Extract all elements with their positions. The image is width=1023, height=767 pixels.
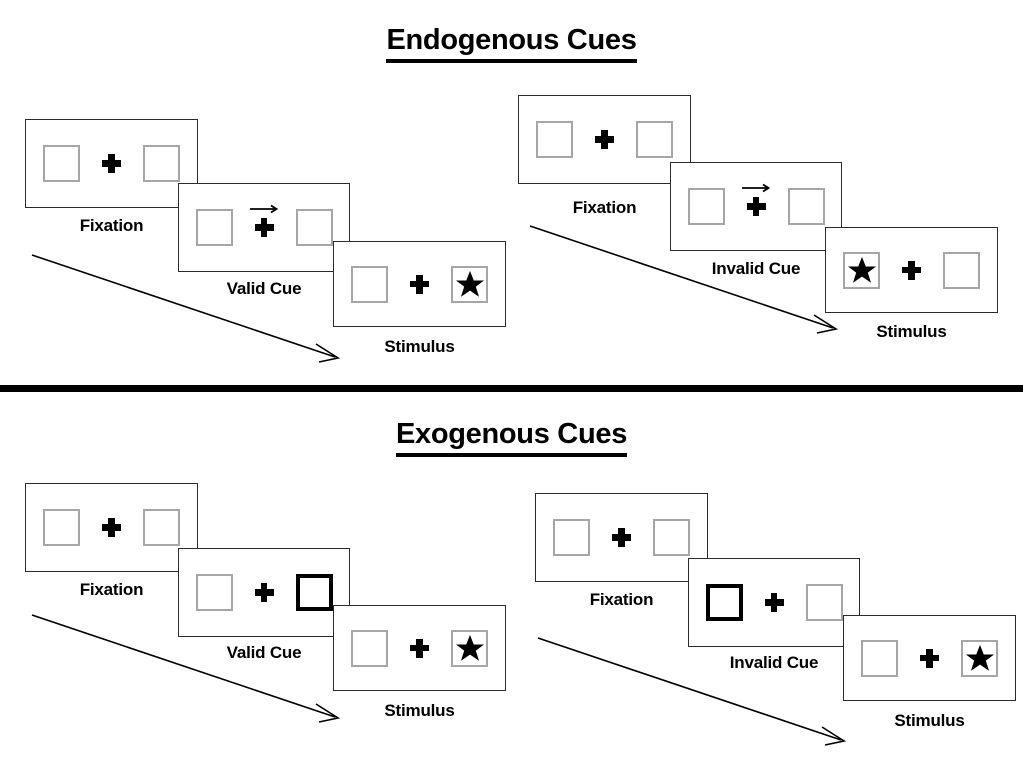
fixation-cross-icon xyxy=(410,638,429,658)
star-icon xyxy=(455,270,484,297)
panel-exogenous-valid-stimulus[interactable] xyxy=(333,605,506,691)
left-box xyxy=(351,265,388,303)
caption-endogenous-invalid-fixation: Fixation xyxy=(572,198,637,217)
fixation-cross-icon xyxy=(410,274,429,294)
star-icon xyxy=(455,634,484,661)
right-box xyxy=(451,629,488,667)
caption-exogenous-valid-stimulus: Stimulus xyxy=(384,701,455,720)
right-box xyxy=(787,188,825,225)
section-title-endogenous-text: Endogenous Cues xyxy=(386,24,637,63)
fixation-cross-icon xyxy=(920,648,939,668)
left-box xyxy=(553,519,590,556)
panel-endogenous-valid-cue[interactable] xyxy=(178,183,350,272)
right-box xyxy=(451,265,488,303)
section-divider xyxy=(0,385,1023,392)
section-title-endogenous: Endogenous Cues xyxy=(0,24,1023,63)
star-icon xyxy=(847,256,876,283)
right-arrow-icon xyxy=(249,203,279,215)
right-box xyxy=(295,209,333,246)
fixation-cross-icon xyxy=(764,593,784,612)
right-box xyxy=(943,251,980,289)
caption-exogenous-invalid-stimulus: Stimulus xyxy=(894,711,965,730)
section-title-exogenous: Exogenous Cues xyxy=(0,418,1023,457)
left-box xyxy=(351,629,388,667)
right-box xyxy=(636,121,673,158)
caption-exogenous-invalid-fixation: Fixation xyxy=(589,590,654,609)
caption-exogenous-valid-fixation: Fixation xyxy=(79,580,144,599)
right-box xyxy=(805,584,843,621)
caption-endogenous-valid-cue: Valid Cue xyxy=(226,279,302,298)
fixation-cross-icon xyxy=(746,197,766,216)
panel-exogenous-invalid-stimulus[interactable] xyxy=(843,615,1016,701)
panel-exogenous-invalid-cue[interactable] xyxy=(688,558,860,647)
right-box xyxy=(961,639,998,677)
right-box-highlighted xyxy=(295,574,333,611)
panel-endogenous-valid-stimulus[interactable] xyxy=(333,241,506,327)
panel-endogenous-valid-fixation[interactable] xyxy=(25,119,198,208)
panel-endogenous-invalid-fixation[interactable] xyxy=(518,95,691,184)
left-box xyxy=(43,509,80,546)
left-box xyxy=(687,188,725,225)
left-box xyxy=(43,145,80,182)
caption-exogenous-valid-cue: Valid Cue xyxy=(226,643,302,662)
panel-endogenous-invalid-cue[interactable] xyxy=(670,162,842,251)
fixation-cross-icon xyxy=(612,528,631,547)
fixation-cross-icon xyxy=(254,218,274,237)
fixation-cross-icon xyxy=(595,130,614,149)
fixation-cross-icon xyxy=(902,260,921,280)
fixation-cross-icon xyxy=(254,583,274,602)
left-box-highlighted xyxy=(705,584,743,621)
right-box xyxy=(653,519,690,556)
panel-exogenous-invalid-fixation[interactable] xyxy=(535,493,708,582)
fixation-cross-icon xyxy=(102,154,121,173)
flow-arrow-exogenous-invalid xyxy=(528,630,868,755)
right-arrow-icon xyxy=(741,182,771,194)
left-box xyxy=(843,251,880,289)
section-title-exogenous-text: Exogenous Cues xyxy=(395,418,627,457)
left-box xyxy=(536,121,573,158)
fixation-cross-icon xyxy=(102,518,121,537)
left-box xyxy=(861,639,898,677)
caption-endogenous-valid-fixation: Fixation xyxy=(79,216,144,235)
caption-endogenous-valid-stimulus: Stimulus xyxy=(384,337,455,356)
right-box xyxy=(143,509,180,546)
panel-endogenous-invalid-stimulus[interactable] xyxy=(825,227,998,313)
caption-endogenous-invalid-cue: Invalid Cue xyxy=(711,259,801,278)
star-icon xyxy=(965,644,994,671)
caption-endogenous-invalid-stimulus: Stimulus xyxy=(876,322,947,341)
right-box xyxy=(143,145,180,182)
panel-exogenous-valid-fixation[interactable] xyxy=(25,483,198,572)
caption-exogenous-invalid-cue: Invalid Cue xyxy=(729,653,819,672)
left-box xyxy=(195,574,233,611)
panel-exogenous-valid-cue[interactable] xyxy=(178,548,350,637)
left-box xyxy=(195,209,233,246)
